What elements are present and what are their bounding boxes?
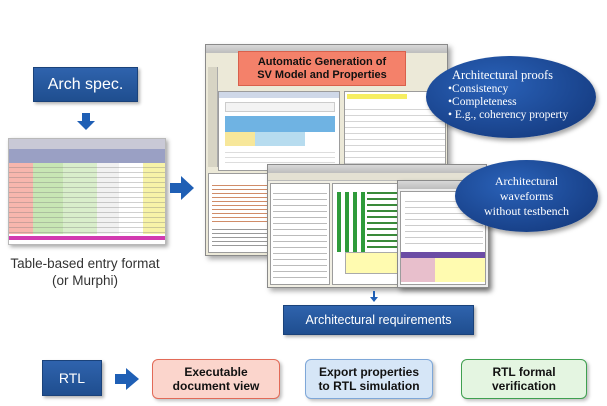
down-arrow-icon bbox=[77, 113, 95, 130]
rtl-formal-box: RTL formal verification bbox=[461, 359, 587, 399]
rtl-box: RTL bbox=[42, 360, 102, 396]
proofs-bullet: •Completeness bbox=[448, 96, 517, 108]
rtl-label: RTL bbox=[58, 370, 86, 386]
rtl-formal-line2: verification bbox=[491, 379, 557, 393]
arch-spec-label: Arch spec. bbox=[47, 75, 124, 93]
proofs-bullet: •Consistency bbox=[448, 83, 509, 95]
right-arrow-icon bbox=[115, 368, 139, 390]
tool-window-title: Automatic Generation of SV Model and Pro… bbox=[238, 51, 406, 86]
waveforms-line1: Architectural bbox=[494, 173, 559, 188]
tool-title-line1: Automatic Generation of bbox=[257, 55, 387, 68]
export-line1: Export properties bbox=[318, 365, 420, 379]
down-arrow-icon bbox=[370, 291, 378, 302]
executable-line2: document view bbox=[172, 379, 260, 393]
waveforms-line3: without testbench bbox=[484, 203, 569, 218]
requirements-label: Architectural requirements bbox=[305, 313, 452, 327]
executable-line1: Executable bbox=[184, 365, 248, 379]
waveforms-line2: waveforms bbox=[499, 188, 554, 203]
export-line2: to RTL simulation bbox=[318, 379, 420, 393]
spreadsheet-caption-line2: (or Murphi) bbox=[51, 273, 118, 288]
right-arrow-icon bbox=[170, 176, 194, 200]
executable-document-box: Executable document view bbox=[152, 359, 280, 399]
requirements-box: Architectural requirements bbox=[283, 305, 474, 335]
tool-title-line2: SV Model and Properties bbox=[257, 68, 387, 81]
proofs-bullet: • E.g., coherency property bbox=[448, 109, 569, 121]
rtl-formal-line1: RTL formal bbox=[492, 365, 556, 379]
proofs-heading: Architectural proofs bbox=[452, 68, 554, 82]
arch-spec-box: Arch spec. bbox=[33, 67, 138, 102]
export-properties-box: Export properties to RTL simulation bbox=[305, 359, 433, 399]
spreadsheet-caption-line1: Table-based entry format bbox=[10, 256, 160, 271]
waveforms-bubble: Architectural waveforms without testbenc… bbox=[455, 160, 598, 232]
spreadsheet-thumbnail bbox=[8, 138, 166, 245]
proofs-bubble: Architectural proofs •Consistency •Compl… bbox=[426, 56, 596, 138]
